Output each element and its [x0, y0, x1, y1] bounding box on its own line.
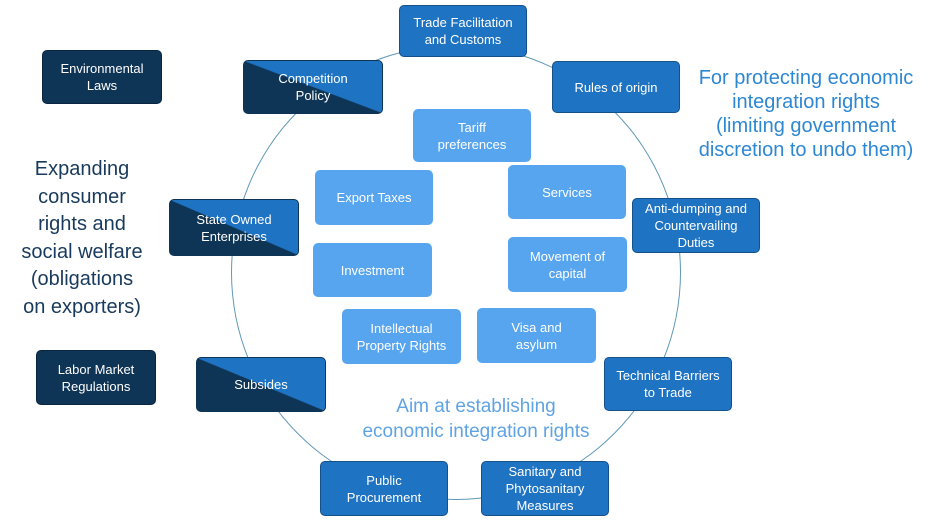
center-note: Aim at establishing economic integration…	[362, 396, 590, 442]
rules-of-origin-box: Rules of origin	[552, 61, 680, 113]
services-label: Services	[542, 184, 592, 200]
intellectual-property-box: Intellectual Property Rights	[342, 309, 461, 364]
intellectual-property-label: Intellectual Property Rights	[356, 320, 447, 353]
technical-barriers-box: Technical Barriers to Trade	[604, 357, 732, 411]
tariff-preferences-label: Tariff preferences	[437, 119, 507, 152]
public-procurement-label: Public Procurement	[346, 472, 422, 505]
anti-dumping-box: Anti-dumping and Countervailing Duties	[632, 198, 760, 253]
right-note: For protecting economic integration righ…	[698, 67, 914, 161]
labor-market-box: Labor Market Regulations	[36, 350, 156, 405]
subsides-label: Subsides	[234, 377, 288, 392]
services-box: Services	[508, 165, 626, 219]
tariff-preferences-box: Tariff preferences	[413, 109, 531, 162]
export-taxes-label: Export Taxes	[336, 190, 412, 205]
export-taxes-box: Export Taxes	[315, 170, 433, 225]
trade-facilitation-box: Trade Facilitation and Customs	[399, 5, 527, 57]
technical-barriers-label: Technical Barriers to Trade	[616, 368, 720, 400]
public-procurement-box: Public Procurement	[320, 461, 448, 516]
anti-dumping-label: Anti-dumping and Countervailing Duties	[645, 201, 747, 250]
movement-of-capital-label: Movement of capital	[529, 248, 606, 281]
visa-asylum-label: Visa and asylum	[511, 319, 562, 352]
visa-asylum-box: Visa and asylum	[477, 308, 596, 363]
movement-of-capital-box: Movement of capital	[508, 237, 627, 292]
trade-facilitation-label: Trade Facilitation and Customs	[413, 15, 513, 47]
environmental-laws-label: Environmental Laws	[60, 61, 144, 93]
investment-label: Investment	[340, 262, 405, 278]
investment-box: Investment	[313, 243, 432, 297]
environmental-laws-box: Environmental Laws	[42, 50, 162, 104]
sanitary-phytosanitary-label: Sanitary and Phytosanitary Measures	[505, 464, 585, 513]
state-owned-enterprises-label: State Owned Enterprises	[196, 211, 272, 244]
labor-market-label: Labor Market Regulations	[57, 361, 135, 394]
sanitary-phytosanitary-box: Sanitary and Phytosanitary Measures	[481, 461, 609, 516]
state-owned-enterprises-box: State Owned Enterprises	[169, 199, 299, 256]
rules-of-origin-label: Rules of origin	[574, 79, 658, 95]
competition-policy-box: Competition Policy	[243, 60, 383, 114]
left-note: Expanding consumer rights and social wel…	[21, 158, 143, 318]
subsides-box: Subsides	[196, 357, 326, 412]
competition-policy-label: Competition Policy	[278, 71, 348, 103]
